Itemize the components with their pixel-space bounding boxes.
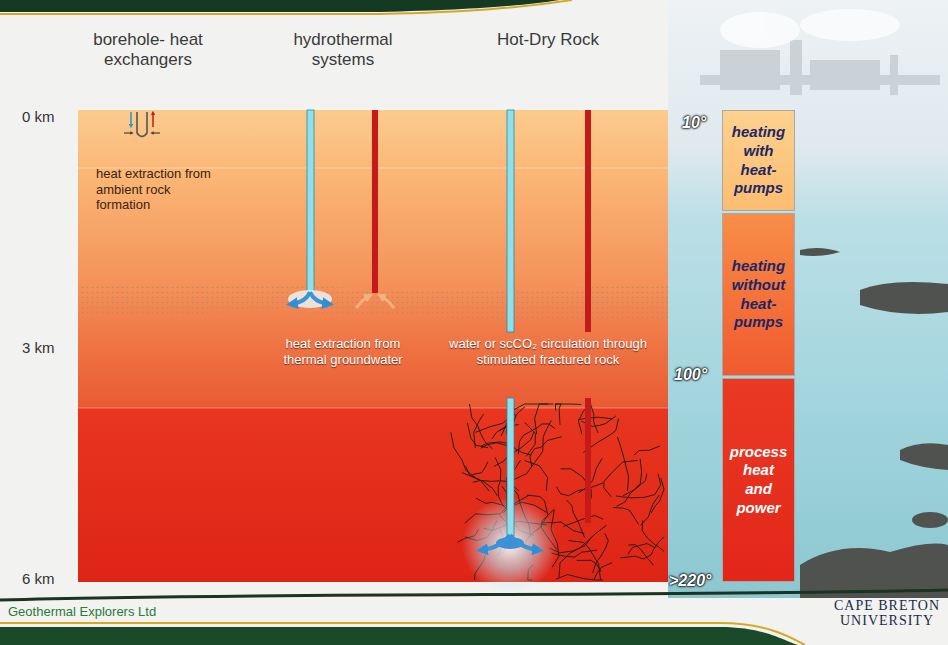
temperature-label: >220° [669,571,721,590]
rock-fracture [620,537,664,559]
depth-gridline [78,408,668,409]
column-heading: hydrothermal systems [284,30,402,71]
crust-section [78,110,668,408]
rock-fracture [566,500,584,538]
method-note: heat extraction from ambient rock format… [96,166,221,213]
column-heading: borehole- heat exchangers [83,30,213,71]
rock-fracture [616,474,661,498]
lava-rocks [800,248,948,598]
flow-arrow [482,535,510,550]
band-label: heating without heat-pumps [729,257,788,332]
power-plant [700,40,940,95]
rock-fracture [563,516,603,527]
rock-fracture [593,533,609,573]
rock-fracture [557,483,604,496]
rock-fracture [613,508,638,525]
flow-arrow [510,535,538,550]
university-logo: CAPE BRETON UNIVERSITY [830,599,944,628]
rock-fracture [469,404,492,449]
deep-crust [78,408,668,582]
flow-arrow [292,292,310,304]
rock-fracture [525,422,536,456]
heat-arrow [124,132,132,133]
rock-fracture [578,417,613,420]
production-well [585,398,591,523]
method-note: water or scCO₂ circulation through stimu… [430,336,666,367]
rock-fracture [617,459,642,506]
rock-fracture [535,404,554,434]
flow-arrow [310,292,328,304]
rock-fracture [492,425,519,439]
steam [720,9,900,48]
water-plume [288,290,332,308]
lagoon-photo [668,0,948,598]
rock-fracture [634,446,660,455]
depth-label: 3 km [22,339,76,357]
rock-fracture [474,414,484,448]
flow-arrow [130,112,132,126]
injection-well [507,110,514,332]
rock-fracture [640,495,659,525]
rock-fracture [623,474,647,496]
rock-fracture [514,420,552,479]
depth-label: 0 km [22,108,76,126]
temperature-use-band: heating with heat-pumps [722,110,795,211]
heat-arrow [152,132,160,133]
banner-stripe [0,0,572,14]
column-heading: Hot-Dry Rock [478,30,618,50]
borehole-loop [137,112,147,137]
injection-well [507,398,514,536]
temperature-label: 100° [674,365,720,384]
rock-fracture [556,575,603,580]
rock-fracture [617,437,628,491]
rock-fracture [642,520,664,551]
band-label: process heat and power [729,443,788,518]
footer-stripe [0,623,805,645]
flow-arrow [152,113,154,127]
rock-fracture [530,437,562,468]
injection-well [307,110,314,293]
rock-fracture [518,424,554,454]
footer-credit: Geothermal Explorers Ltd [8,604,228,620]
footer-band [0,627,800,645]
rock-fracture [651,478,664,513]
rock-fracture [591,405,598,433]
rock-fracture [525,461,548,491]
temperature-use-band: heating without heat-pumps [722,213,795,376]
flow-arrow [356,296,369,308]
rock-fracture [451,432,478,479]
band-label: heating with heat-pumps [729,123,788,198]
rock-fracture [594,563,612,580]
rock-fracture [604,460,638,496]
rock-fracture [473,462,489,475]
method-note: heat extraction from thermal groundwater [278,336,408,367]
depth-label: 6 km [22,570,76,588]
production-well [585,110,591,332]
rock-fracture [555,404,561,425]
rock-fracture [462,473,497,496]
flow-arrow [381,296,394,308]
footer-swoosh [0,590,948,600]
temperature-use-band: process heat and power [722,378,795,582]
rock-fracture [481,442,532,455]
production-well [372,110,378,293]
rock-fracture [577,560,602,571]
rock-fracture [628,544,655,555]
temperature-label: 10° [682,113,720,132]
